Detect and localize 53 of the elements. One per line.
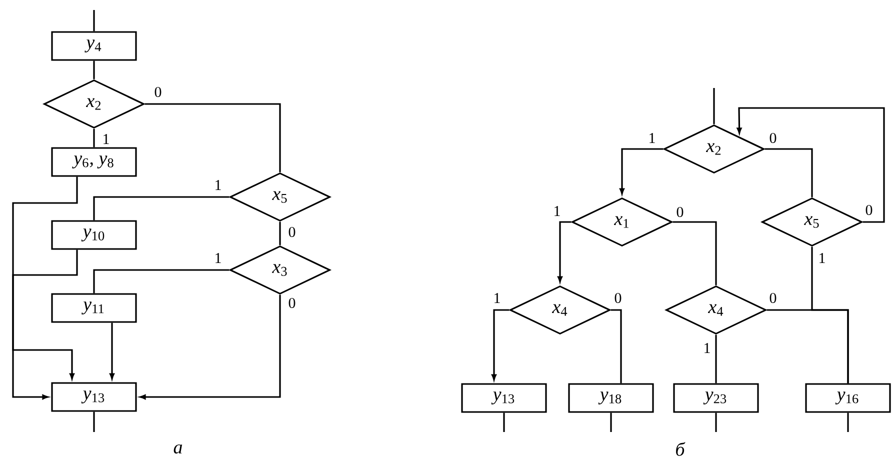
connector xyxy=(140,294,281,400)
edge-label: 0 xyxy=(768,132,778,144)
edge-label: 0 xyxy=(768,292,778,304)
connector xyxy=(12,176,78,400)
edge-label: 1 xyxy=(647,132,657,144)
process-box: y$_{13}$ xyxy=(51,382,137,412)
connector xyxy=(144,103,281,172)
process-box: y$_{18}$ xyxy=(568,383,654,413)
connector xyxy=(672,221,717,286)
process-box: y$_{16}$ xyxy=(805,383,891,413)
connector xyxy=(93,196,230,220)
figure-caption: а xyxy=(174,444,182,454)
edge-label: 0 xyxy=(287,226,297,238)
connector xyxy=(847,412,849,432)
process-box: y$_{11}$ xyxy=(51,293,137,323)
connector xyxy=(492,309,510,380)
edge-label: 0 xyxy=(287,296,297,310)
figure-caption: б xyxy=(676,442,686,456)
connector xyxy=(93,10,95,32)
process-box: y$_{23}$ xyxy=(673,383,759,413)
edge-label: 1 xyxy=(101,133,111,145)
connector xyxy=(93,269,230,294)
edge-label: 1 xyxy=(702,342,712,354)
connector xyxy=(279,222,281,246)
edge-label: 1 xyxy=(552,205,562,217)
connector xyxy=(736,107,885,223)
connector xyxy=(503,412,505,432)
edge-label: 1 xyxy=(213,252,223,264)
connector xyxy=(610,412,612,432)
connector xyxy=(558,221,572,282)
connector xyxy=(610,309,622,384)
connector xyxy=(620,148,664,194)
connector xyxy=(713,88,715,124)
process-box: y$_{10}$ xyxy=(51,220,137,250)
connector xyxy=(12,250,78,380)
connector xyxy=(764,148,813,198)
connector xyxy=(110,322,114,380)
edge-label: 0 xyxy=(153,86,163,98)
edge-label: 0 xyxy=(864,204,874,216)
connector xyxy=(93,60,95,80)
connector xyxy=(811,246,849,384)
process-box: y$_{13}$ xyxy=(461,383,547,413)
edge-label: 1 xyxy=(817,252,827,264)
connector xyxy=(715,412,717,432)
connector xyxy=(93,128,95,148)
edge-label: 1 xyxy=(492,292,502,304)
connector xyxy=(715,334,717,384)
edge-label: 0 xyxy=(613,292,623,304)
connector xyxy=(93,412,95,432)
edge-label: 1 xyxy=(213,179,223,191)
process-box: y$_{4}$ xyxy=(51,31,137,61)
edge-label: 0 xyxy=(675,206,685,218)
process-box: y$_{6}$, y$_{8}$ xyxy=(51,147,137,177)
